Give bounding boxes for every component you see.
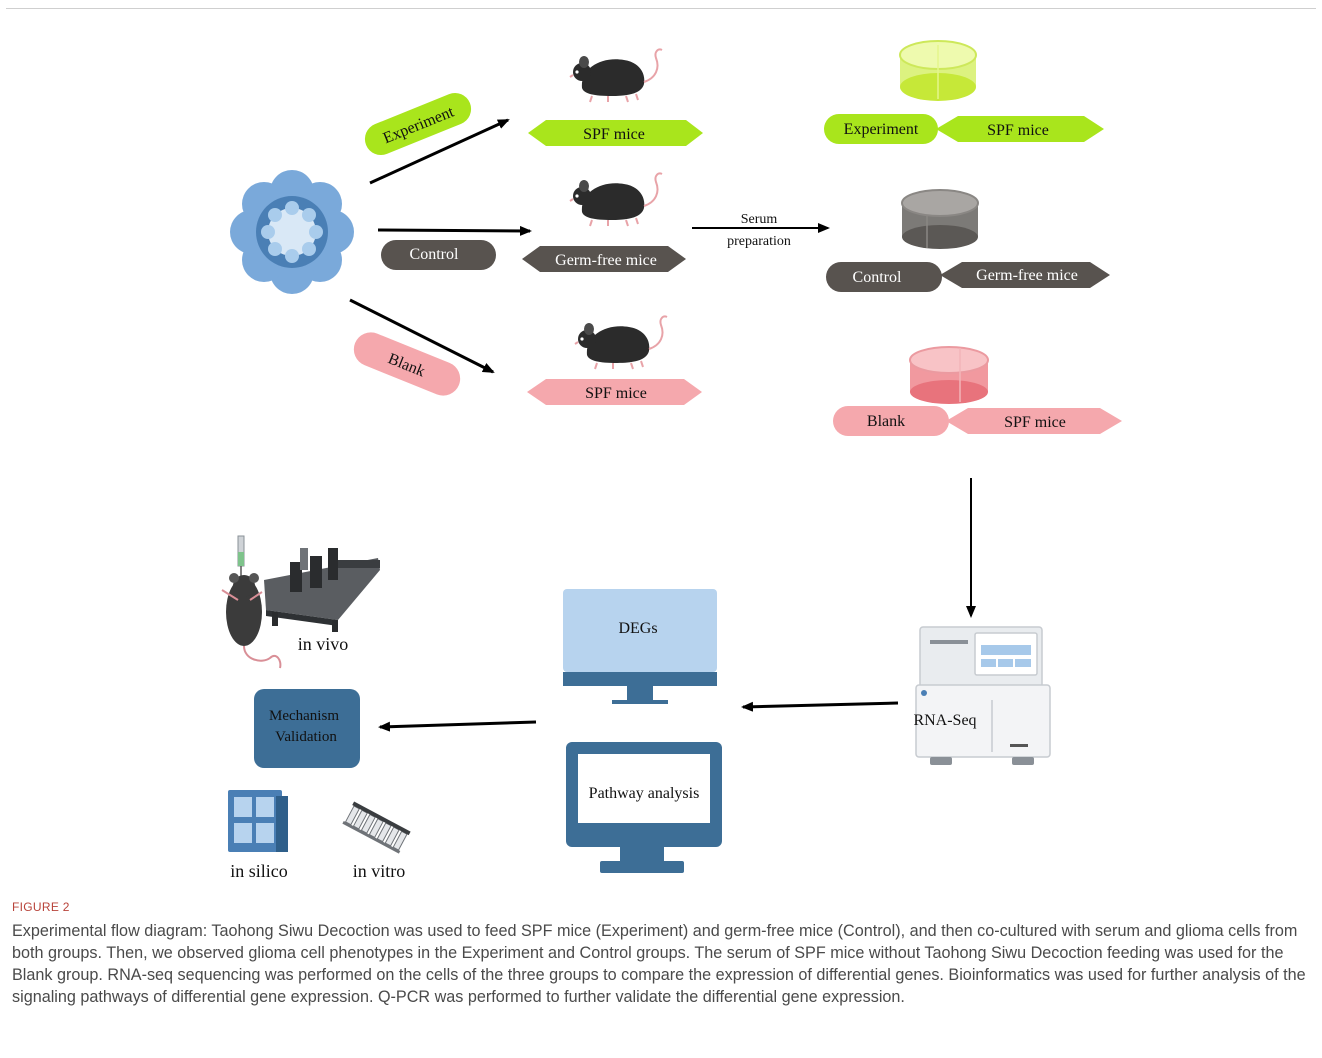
- dish-experiment-icon: [899, 40, 977, 101]
- spf-mice-top-tag: SPF mice: [528, 120, 703, 146]
- arrow-to-degs: [741, 701, 899, 712]
- in-silico-label: in silico: [230, 861, 288, 881]
- dish-spf-top-label: SPF mice: [987, 122, 1049, 139]
- degs-label: DEGs: [618, 620, 657, 637]
- spf-mice-bottom-tag: SPF mice: [527, 379, 702, 405]
- dish-control-icon: [901, 189, 979, 249]
- mechanism-validation-box: Mechanism Validation: [254, 689, 360, 768]
- control-label: Control: [410, 246, 459, 263]
- pathway-label: Pathway analysis: [589, 785, 700, 802]
- experiment-pill: Experiment: [364, 93, 472, 155]
- blank-pill: Blank: [353, 332, 461, 396]
- mouse-icon-middle: [569, 172, 663, 227]
- arrow-to-mechanism: [378, 720, 537, 732]
- control-pill: Control: [381, 240, 496, 270]
- in-silico-server-icon: [228, 790, 288, 852]
- figure-caption: Experimental flow diagram: Taohong Siwu …: [12, 922, 1306, 1006]
- in-vivo-icon: [221, 535, 380, 669]
- dish-blank-icon: [909, 346, 989, 404]
- germ-free-mice-label: Germ-free mice: [555, 252, 657, 269]
- flow-diagram: Experiment Control Blank SPF mice Germ-f…: [221, 40, 1122, 881]
- figure-frame: [6, 8, 1316, 1053]
- figure-label: FIGURE 2: [12, 900, 70, 914]
- decoction-molecule-icon: [230, 170, 354, 294]
- germ-free-mice-tag: Germ-free mice: [522, 246, 686, 272]
- dish-spf-bottom-label: SPF mice: [1004, 414, 1066, 431]
- arrow-to-blank: [349, 298, 495, 374]
- mouse-icon-bottom: [574, 315, 668, 370]
- serum-label-line2: preparation: [727, 234, 791, 249]
- mouse-icon-top: [569, 48, 663, 103]
- dish-germ-free-label: Germ-free mice: [976, 267, 1078, 284]
- degs-monitor-icon: [563, 589, 717, 704]
- dish-control-label: Control: [853, 269, 902, 286]
- serum-label-line1: Serum: [741, 212, 778, 227]
- dish-control-tag: Control Germ-free mice: [826, 262, 1110, 292]
- in-vivo-label: in vivo: [298, 634, 349, 654]
- mechanism-label-line1: Mechanism: [269, 708, 339, 724]
- rnaseq-machine-icon: [915, 626, 1051, 765]
- dish-experiment-label: Experiment: [844, 121, 919, 138]
- rnaseq-label: RNA-Seq: [913, 712, 976, 729]
- spf-mice-bottom-label: SPF mice: [585, 385, 647, 402]
- arrow-to-control: [377, 225, 532, 236]
- dish-blank-tag: Blank SPF mice: [833, 406, 1122, 436]
- in-vitro-tubes-icon: [342, 801, 411, 854]
- arrow-to-experiment: [369, 118, 510, 185]
- dish-experiment-tag: Experiment SPF mice: [824, 114, 1104, 144]
- in-vitro-label: in vitro: [353, 861, 406, 881]
- mechanism-label-line2: Validation: [275, 729, 337, 745]
- dish-blank-label: Blank: [867, 413, 905, 430]
- spf-mice-top-label: SPF mice: [583, 126, 645, 143]
- pathway-monitor-icon: [566, 742, 722, 873]
